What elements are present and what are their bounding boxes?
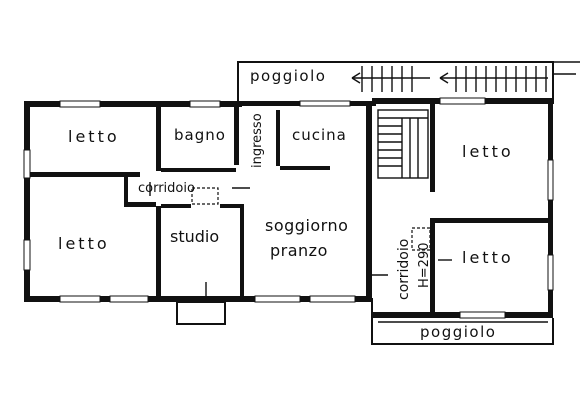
inner-walls [30,104,548,312]
room-label-letto-ne: letto [462,142,514,161]
balcony-stair-arrows [351,66,548,92]
room-label-corridoio-w: corridoio [138,181,195,196]
room-label-bagno: bagno [174,126,226,144]
room-label-cucina: cucina [292,126,347,144]
ceiling-height-note: H=290 [417,243,432,288]
closet-dashed [191,187,219,205]
room-label-corridoio-e: corridoio [396,239,412,300]
room-label-letto-nw: letto [68,127,120,146]
door-marks [149,182,452,300]
room-label-soggiorno: soggiorno [265,216,348,235]
balcony-label-top: poggiolo [250,67,326,85]
top-balcony [237,61,580,104]
windows [23,97,554,319]
stairwell [377,109,429,179]
entrance-step [176,301,226,325]
room-label-letto-se: letto [462,248,514,267]
room-label-letto-w: letto [58,234,110,253]
room-label-pranzo: pranzo [270,241,328,260]
room-label-ingresso: ingresso [250,113,265,168]
bottom-balcony [371,298,554,345]
balcony-label-bottom: poggiolo [420,323,496,341]
room-label-studio: studio [170,227,219,246]
